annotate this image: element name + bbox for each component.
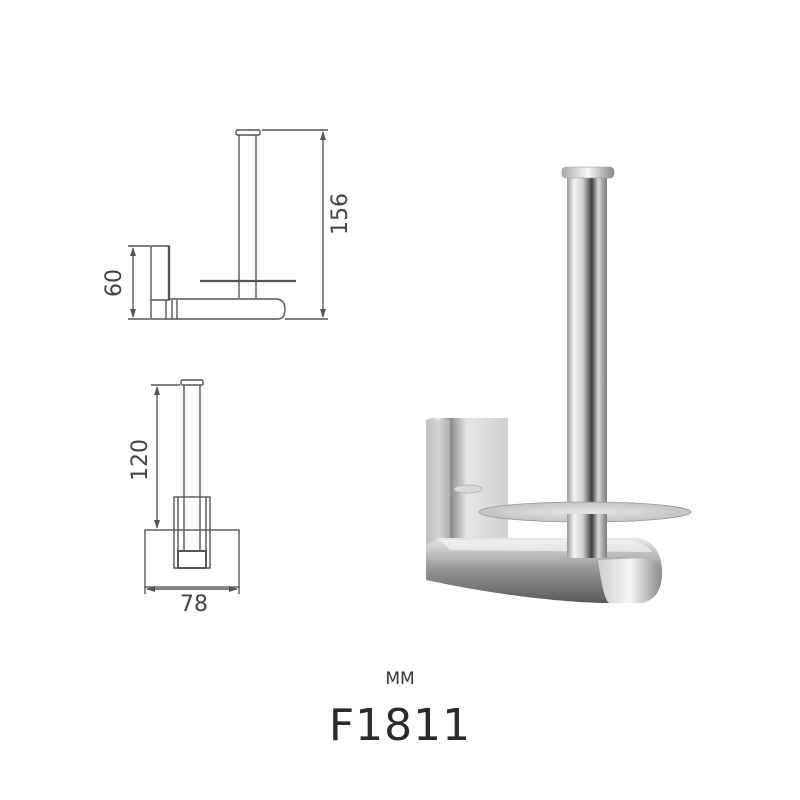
dimension-width: 78 bbox=[180, 592, 208, 617]
model-number: F1811 bbox=[328, 700, 472, 751]
unit-label: MM bbox=[385, 669, 415, 689]
